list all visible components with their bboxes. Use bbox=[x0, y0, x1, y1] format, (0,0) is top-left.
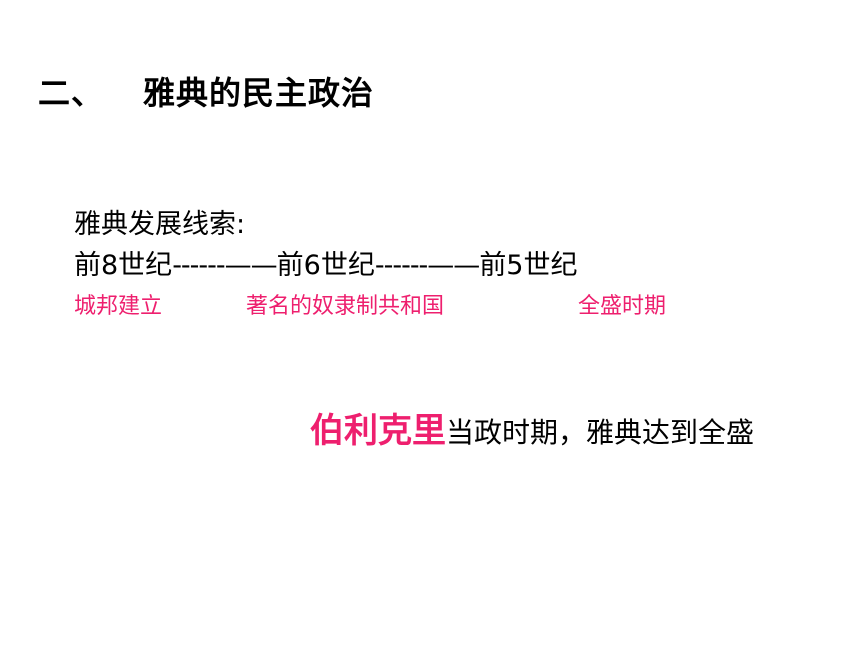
timeline-point-8th-century: 前8世纪 bbox=[74, 250, 173, 281]
phase-label-city-state: 城邦建立 bbox=[74, 294, 163, 319]
section-title: 雅典的民主政治 bbox=[143, 74, 375, 112]
timeline-connector: ------—— bbox=[374, 250, 480, 281]
timeline-point-5th-century: 前5世纪 bbox=[479, 250, 578, 281]
statement-text: 当政时期，雅典达到全盛 bbox=[446, 416, 755, 449]
timeline-connector: ------—— bbox=[172, 250, 277, 281]
timeline: 前8世纪------——前6世纪------——前5世纪 bbox=[74, 243, 578, 282]
phase-label-golden-age: 全盛时期 bbox=[578, 294, 667, 319]
development-clues-title: 雅典发展线索: bbox=[74, 209, 246, 240]
pericles-statement: 伯利克里当政时期，雅典达到全盛 bbox=[310, 403, 754, 452]
section-heading: 二、雅典的民主政治 bbox=[38, 68, 374, 114]
section-number: 二、 bbox=[38, 74, 105, 112]
phase-label-republic: 著名的奴隶制共和国 bbox=[246, 294, 445, 319]
pericles-name: 伯利克里 bbox=[310, 411, 446, 451]
timeline-point-6th-century: 前6世纪 bbox=[276, 250, 375, 281]
